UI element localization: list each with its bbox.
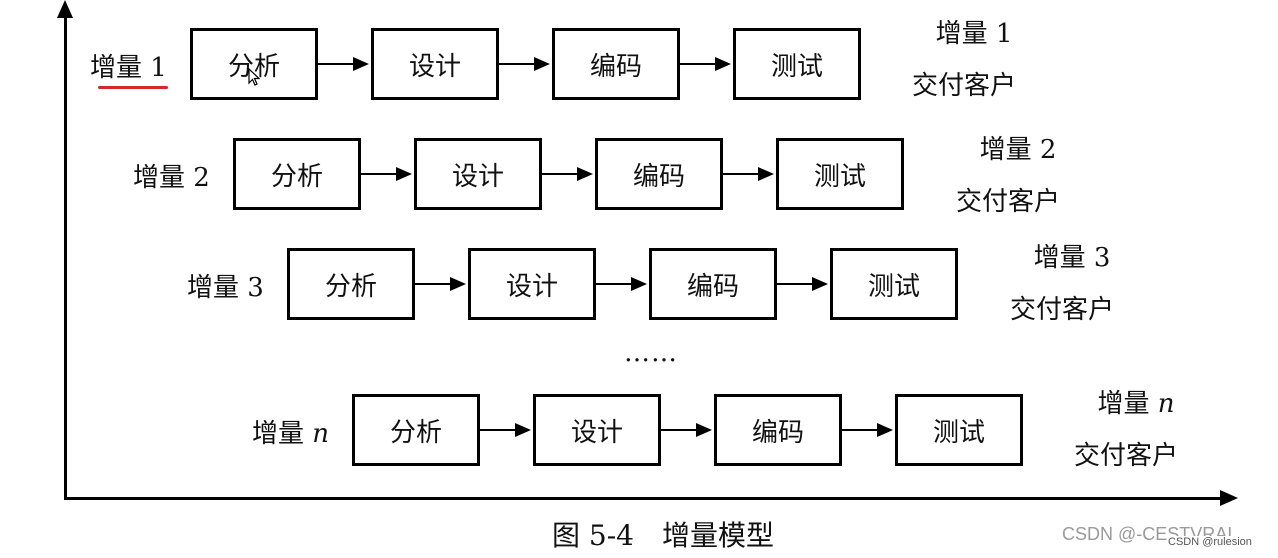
increment-label-prefix: 增量 xyxy=(90,53,151,83)
increment-label-number: 1 xyxy=(150,53,167,83)
stage-box: 分析 xyxy=(233,138,361,210)
flow-arrow xyxy=(499,57,550,71)
stage-label: 测试 xyxy=(932,417,985,448)
stage-box: 设计 xyxy=(371,28,499,100)
flow-arrow xyxy=(596,277,647,291)
stage-box: 分析 xyxy=(190,28,318,100)
y-axis-arrowhead xyxy=(57,0,73,18)
increment-label-prefix: 增量 xyxy=(133,163,194,193)
stage-label: 设计 xyxy=(505,271,558,302)
delivery-increment: 增量 3 xyxy=(1010,232,1114,284)
increment-label: 增量 2 xyxy=(133,157,210,194)
delivery-increment-prefix: 增量 xyxy=(1097,389,1158,419)
stage-label: 测试 xyxy=(813,161,866,192)
stage-label: 设计 xyxy=(570,417,623,448)
delivery-customer: 交付客户 xyxy=(956,187,1061,217)
delivery-increment-number: 3 xyxy=(1093,243,1111,273)
stage-label: 测试 xyxy=(867,271,920,302)
flow-arrow xyxy=(542,167,593,181)
flow-arrow xyxy=(842,423,893,437)
flow-arrow xyxy=(661,423,712,437)
delivery-customer: 交付客户 xyxy=(912,71,1017,101)
increment-label-number: 3 xyxy=(247,273,264,303)
stage-label: 设计 xyxy=(451,161,504,192)
flow-arrow xyxy=(480,423,531,437)
delivery-note: 增量 n 交付客户 xyxy=(1074,378,1178,482)
x-axis xyxy=(64,497,1224,500)
delivery-increment-number: n xyxy=(1157,389,1175,419)
delivery-increment: 增量 n xyxy=(1074,378,1178,430)
stage-box: 设计 xyxy=(533,394,661,466)
increment-label: 增量 1 xyxy=(90,47,167,84)
stage-label: 编码 xyxy=(589,51,642,82)
watermark-small: CSDN @rulesion xyxy=(1168,536,1252,548)
stage-box: 设计 xyxy=(414,138,542,210)
flow-arrow xyxy=(777,277,828,291)
stage-label: 编码 xyxy=(751,417,804,448)
y-axis xyxy=(64,14,67,500)
delivery-increment-number: 1 xyxy=(995,19,1013,49)
stage-label: 编码 xyxy=(686,271,739,302)
delivery-note: 增量 1 交付客户 xyxy=(912,8,1016,112)
increment-label-prefix: 增量 xyxy=(252,419,313,449)
delivery-customer: 交付客户 xyxy=(1010,295,1115,325)
mouse-pointer-icon xyxy=(248,68,261,86)
increment-label-number: 2 xyxy=(193,163,210,193)
x-axis-arrowhead xyxy=(1220,490,1238,506)
flow-arrow xyxy=(361,167,412,181)
stage-label: 分析 xyxy=(324,271,377,302)
stage-box: 编码 xyxy=(552,28,680,100)
flow-arrow xyxy=(318,57,369,71)
flow-arrow xyxy=(723,167,774,181)
stage-box: 测试 xyxy=(830,248,958,320)
flow-arrow xyxy=(680,57,731,71)
figure-caption: 图 5-4 增量模型 xyxy=(552,519,774,552)
increment-label-number: n xyxy=(312,419,330,449)
stage-box: 设计 xyxy=(468,248,596,320)
increment-label: 增量 n xyxy=(252,413,329,450)
increment-label-prefix: 增量 xyxy=(187,273,248,303)
stage-label: 编码 xyxy=(632,161,685,192)
stage-box: 编码 xyxy=(649,248,777,320)
delivery-increment-number: 2 xyxy=(1039,135,1057,165)
stage-box: 编码 xyxy=(714,394,842,466)
ellipsis: …… xyxy=(624,338,678,368)
stage-box: 分析 xyxy=(287,248,415,320)
delivery-note: 增量 3 交付客户 xyxy=(1010,232,1114,336)
increment-label: 增量 3 xyxy=(187,267,264,304)
stage-box: 测试 xyxy=(776,138,904,210)
stage-label: 测试 xyxy=(770,51,823,82)
stage-box: 测试 xyxy=(733,28,861,100)
stage-label: 分析 xyxy=(270,161,323,192)
delivery-increment-prefix: 增量 xyxy=(935,19,996,49)
flow-arrow xyxy=(415,277,466,291)
stage-box: 分析 xyxy=(352,394,480,466)
delivery-increment-prefix: 增量 xyxy=(1033,243,1094,273)
red-underline xyxy=(98,86,168,89)
delivery-note: 增量 2 交付客户 xyxy=(956,124,1060,228)
stage-label: 分析 xyxy=(389,417,442,448)
delivery-increment: 增量 2 xyxy=(956,124,1060,176)
stage-box: 编码 xyxy=(595,138,723,210)
delivery-increment-prefix: 增量 xyxy=(979,135,1040,165)
delivery-increment: 增量 1 xyxy=(912,8,1016,60)
stage-label: 设计 xyxy=(408,51,461,82)
delivery-customer: 交付客户 xyxy=(1074,441,1179,471)
stage-box: 测试 xyxy=(895,394,1023,466)
